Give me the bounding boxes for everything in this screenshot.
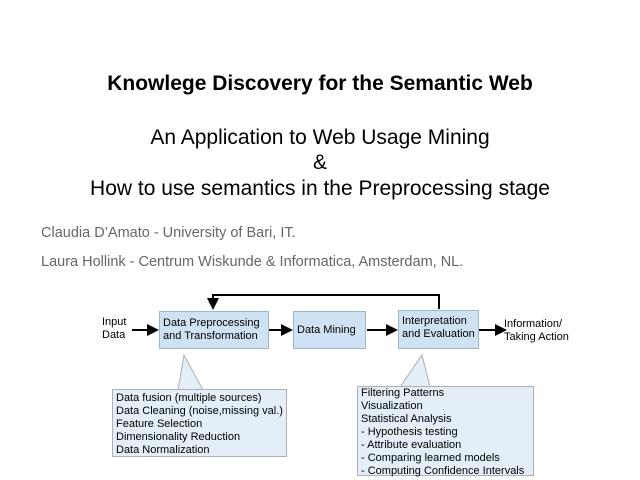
note-item: Data Normalization — [116, 444, 210, 456]
interpretation-notes-callout: Filtering Patterns Visualization Statist… — [357, 386, 534, 477]
note-item: Visualization — [361, 400, 423, 412]
author-1: Claudia D’Amato - University of Bari, IT… — [41, 225, 296, 241]
note-item: Feature Selection — [116, 418, 203, 430]
slide-title: Knowlege Discovery for the Semantic Web — [107, 72, 533, 95]
output-line-1: Information/ — [504, 318, 563, 330]
note-item: - Computing Confidence Intervals — [361, 465, 525, 477]
note-item: Data fusion (multiple sources) — [116, 392, 262, 404]
note-item: Data Cleaning (noise,missing val.) — [116, 405, 283, 417]
subtitle-line-2: & — [312, 151, 327, 174]
interpretation-box: Interpretation and Evaluation — [398, 310, 479, 349]
callout-tail-preprocessing — [177, 353, 204, 391]
output-label: Information/ Taking Action — [504, 318, 569, 344]
callout-tail-interpretation — [399, 353, 431, 388]
note-item: - Hypothesis testing — [361, 426, 458, 438]
subtitle-line-1: An Application to Web Usage Mining — [150, 126, 490, 149]
preprocessing-box: Data Preprocessing and Transformation — [159, 311, 269, 349]
note-item: - Attribute evaluation — [361, 439, 462, 451]
output-line-2: Taking Action — [504, 331, 569, 343]
data-mining-box: Data Mining — [293, 311, 366, 349]
note-item: - Comparing learned models — [361, 452, 500, 464]
preprocessing-line-1: Data Preprocessing — [163, 317, 260, 329]
subtitle-line-3: How to use semantics in the Preprocessin… — [90, 177, 550, 200]
input-line-1: Input — [102, 316, 127, 328]
input-data-label: Input Data — [102, 316, 126, 342]
note-item: Filtering Patterns — [361, 387, 445, 399]
input-line-2: Data — [102, 329, 126, 341]
interpretation-line-1: Interpretation — [402, 315, 467, 327]
author-2: Laura Hollink - Centrum Wiskunde & Infor… — [41, 254, 464, 270]
preprocessing-line-2: and Transformation — [163, 330, 258, 342]
interpretation-line-2: and Evaluation — [402, 328, 475, 340]
preprocessing-notes-callout: Data fusion (multiple sources) Data Clea… — [112, 389, 287, 457]
data-mining-label: Data Mining — [297, 324, 356, 336]
note-item: Dimensionality Reduction — [116, 431, 241, 443]
note-item: Statistical Analysis — [361, 413, 452, 425]
feedback-arrow — [207, 294, 440, 310]
